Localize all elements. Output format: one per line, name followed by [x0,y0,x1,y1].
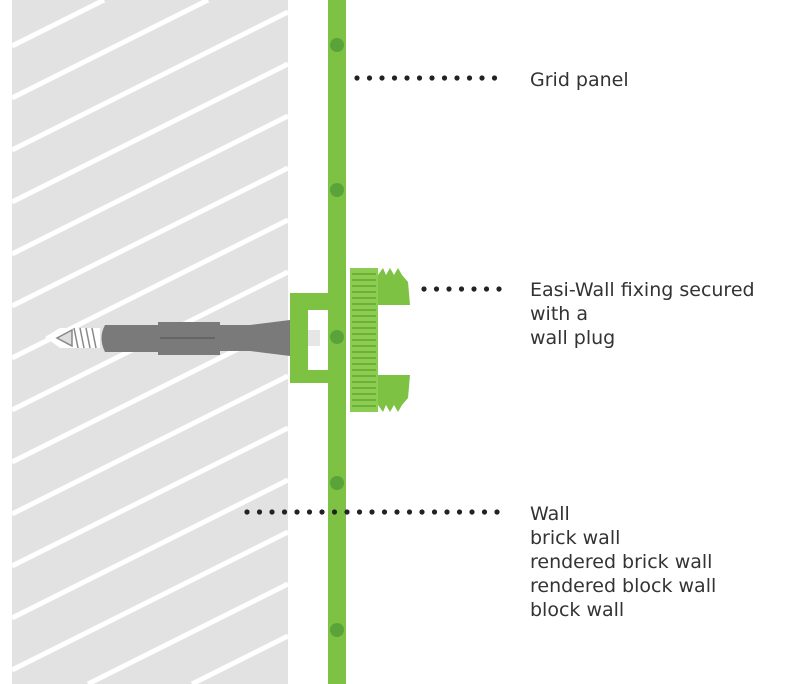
leader-dot [281,509,288,515]
wall-stripe [10,425,290,569]
leader-dot [391,75,398,81]
wall-stripe [10,529,290,673]
leader-dot [379,75,385,81]
leader-dot [404,75,410,81]
label-text: brick wall [530,527,621,549]
leader-dot [458,286,465,292]
leader-dot [469,509,475,515]
label-text: Grid panel [530,69,629,91]
leader-dot [356,509,363,515]
leader-dot [491,75,498,81]
leader-dot [354,75,360,81]
wall-stripe [10,477,290,621]
wall-stripe [10,61,290,205]
leader-lines [244,75,502,515]
leader-dot [446,286,452,292]
label-grid-panel: Grid panel [530,68,629,92]
leader-dot [269,509,275,515]
leader-dot [483,286,490,292]
wall-stripe [10,0,210,101]
leader-dot [471,286,477,292]
leader-dot [479,75,485,81]
label-text: wall plug [530,327,616,349]
wall-stripe [86,581,290,684]
wall-stripe [10,9,290,153]
leader-dot [419,509,425,515]
label-text: rendered block wall [530,575,717,597]
leader-dot [344,509,350,515]
wall-stripe [10,113,290,257]
leader-dot [444,509,450,515]
leader-dot [496,286,502,292]
label-text: block wall [530,599,625,621]
wall-stripe [190,633,290,684]
leader-dot [431,509,438,515]
leader-dot [429,75,435,81]
wall-stripe [10,165,290,309]
label-text: Wall [530,503,570,525]
leader-dot [416,75,423,81]
leader-dot [456,509,463,515]
label-text: with a [530,303,588,325]
leader-dot [466,75,473,81]
label-text: rendered brick wall [530,551,713,573]
leader-dot [244,509,250,515]
label-text: Easi-Wall fixing secured [530,279,755,301]
leader-dot [394,509,400,515]
wall-stripe [10,373,290,517]
leader-dot [406,509,413,515]
wall-stripe [10,0,106,49]
grid-panel [328,0,346,684]
leader-dot [366,75,373,81]
leader-dot [481,509,488,515]
leader-dot [294,509,300,515]
easi-wall-fixing [290,268,410,412]
leader-dot [319,509,325,515]
leader-dot [421,286,427,292]
leader-dot [306,509,313,515]
leader-dot [441,75,448,81]
label-fixing: Easi-Wall fixing secured with a wall plu… [530,278,755,350]
leader-dot [454,75,460,81]
leader-dot [331,509,338,515]
leader-dot [256,509,263,515]
leader-dot [494,509,500,515]
leader-dot [433,286,440,292]
leader-dot [369,509,375,515]
leader-dot [381,509,388,515]
label-wall: Wall brick wall rendered brick wall rend… [530,502,716,622]
